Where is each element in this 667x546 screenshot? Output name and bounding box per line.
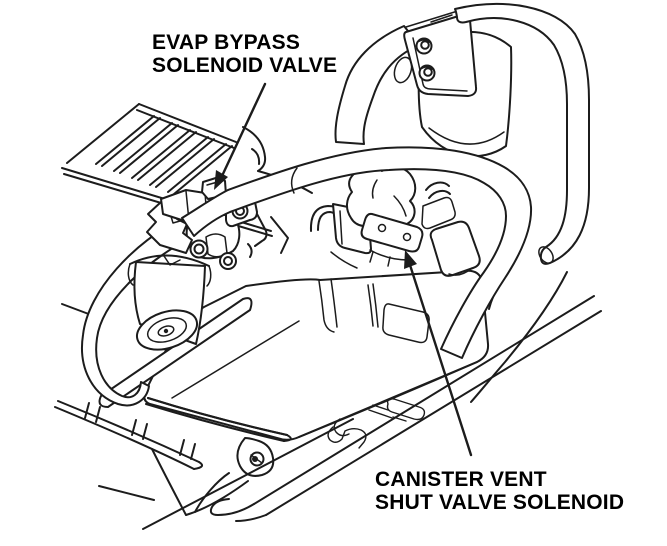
solenoid-flange bbox=[360, 212, 424, 253]
frame-rails bbox=[54, 295, 602, 530]
canister-vent-shut-valve-solenoid bbox=[330, 165, 481, 277]
leader-arrow-evap bbox=[214, 82, 267, 190]
hose-upper bbox=[334, 25, 420, 145]
floor-pan-ribs bbox=[95, 115, 233, 195]
evap-bypass-solenoid-valve bbox=[127, 176, 245, 351]
solenoid-port bbox=[421, 196, 456, 230]
hose-outer bbox=[454, 3, 590, 265]
label-evap-bypass-solenoid-valve: EVAP BYPASS SOLENOID VALVE bbox=[152, 31, 337, 77]
leader-arrow-canister bbox=[404, 250, 473, 457]
valve-bottom-face bbox=[135, 309, 199, 351]
hose-to-canister bbox=[98, 297, 253, 408]
bracket-bolts bbox=[415, 37, 436, 82]
label-line: SHUT VALVE SOLENOID bbox=[375, 491, 625, 514]
label-line: SOLENOID VALVE bbox=[152, 54, 338, 77]
label-line: CANISTER VENT bbox=[375, 468, 547, 491]
label-line: EVAP BYPASS bbox=[152, 31, 301, 54]
mounting-bracket bbox=[403, 9, 478, 97]
valve-bolts bbox=[189, 239, 237, 270]
canister-edge bbox=[147, 397, 288, 436]
label-canister-vent-shut-valve-solenoid: CANISTER VENT SHUT VALVE SOLENOID bbox=[375, 468, 624, 514]
vent-tube bbox=[429, 220, 481, 277]
hose-main bbox=[181, 146, 533, 359]
hash-marks bbox=[84, 402, 196, 460]
